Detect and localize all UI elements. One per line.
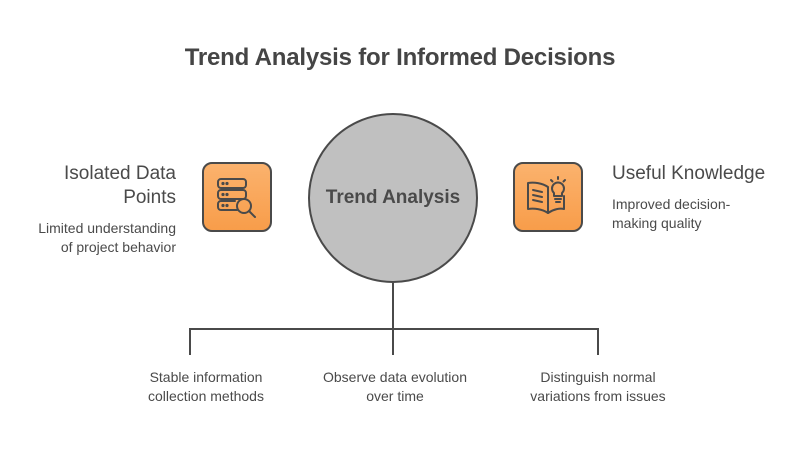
branch-item-1: Stable information collection methods [106,368,306,406]
branch-right-line [597,328,599,355]
diagram-title: Trend Analysis for Informed Decisions [184,44,616,71]
center-stem-line [392,283,394,355]
right-title: Useful Knowledge [612,163,766,184]
center-node: Trend Analysis [308,113,478,283]
branch-item-2: Observe data evolution over time [295,368,495,406]
branch-1-line2: collection methods [148,388,264,404]
left-icon-box [202,162,272,232]
branch-3-line1: Distinguish normal [540,369,656,385]
branch-3-line2: variations from issues [530,388,666,404]
right-desc-line2: making quality [612,215,702,231]
branch-2-line1: Observe data evolution [323,369,467,385]
branch-bar-line [189,328,599,330]
branch-1-line1: Stable information [149,369,263,385]
branch-2-line2: over time [366,388,424,404]
branch-left-line [189,328,191,355]
left-concept: Isolated Data Points Limited understandi… [20,162,176,257]
right-icon-box [513,162,583,232]
left-desc-line1: Limited understanding [38,220,176,236]
right-concept: Useful Knowledge Improved decision- maki… [612,162,792,233]
left-title-line1: Isolated Data [64,163,176,184]
right-desc-line1: Improved decision- [612,196,731,212]
database-search-icon [217,178,256,218]
center-label: Trend Analysis [325,187,461,208]
branch-item-3: Distinguish normal variations from issue… [498,368,698,406]
left-desc-line2: of project behavior [60,239,176,255]
book-lightbulb-icon [527,176,566,214]
left-title-line2: Points [123,187,176,208]
